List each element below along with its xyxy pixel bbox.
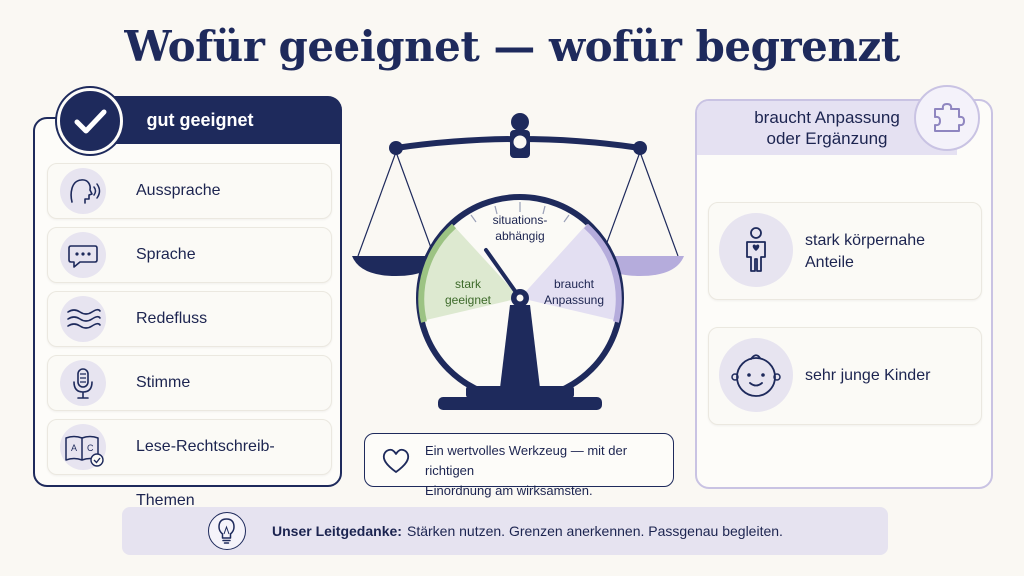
- list-item: sehr junge Kinder: [708, 327, 982, 425]
- item-label: Redefluss: [136, 310, 208, 327]
- waves-icon: [60, 296, 106, 342]
- list-item: Redefluss: [47, 291, 332, 347]
- gauge-label-top: situations-: [493, 213, 548, 227]
- suitable-heading: gut geeignet: [88, 96, 342, 144]
- open-book-check-icon: A C: [60, 424, 106, 470]
- list-item: Stimme: [47, 355, 332, 411]
- item-label: Sprache: [136, 246, 196, 263]
- baby-face-icon: [719, 338, 793, 412]
- list-item: stark körpernahe Anteile: [708, 202, 982, 300]
- list-item: Sprache: [47, 227, 332, 283]
- footer-bar: Unser Leitgedanke: Stärken nutzen. Grenz…: [122, 507, 888, 555]
- item-label-line: stark körpernahe: [805, 232, 926, 249]
- item-label-line: Anteile: [805, 254, 854, 271]
- lightbulb-icon: [208, 512, 246, 550]
- person-heart-icon: [719, 213, 793, 287]
- footer-message: Stärken nutzen. Grenzen anerkennen. Pass…: [407, 523, 783, 539]
- puzzle-icon: [914, 85, 980, 151]
- microphone-icon: [60, 360, 106, 406]
- balance-scale: situations- abhängig stark geeignet brau…: [352, 113, 684, 410]
- item-label: sehr junge Kinder: [805, 367, 931, 384]
- svg-text:A: A: [71, 443, 77, 453]
- note-box: Ein wertvolles Werkzeug — mit der richti…: [364, 433, 674, 498]
- note-line: Einordnung am wirksamsten.: [425, 483, 593, 498]
- note-line: Ein wertvolles Werkzeug — mit der richti…: [425, 443, 628, 478]
- list-item: A C Lese-Rechtschreib-Themen: [47, 419, 332, 509]
- adaptation-heading-line: oder Ergänzung: [766, 129, 888, 148]
- adaptation-heading: braucht Anpassung oder Ergänzung: [697, 101, 957, 155]
- item-label: Aussprache: [136, 182, 221, 199]
- gauge-label-top: abhängig: [495, 229, 544, 243]
- heart-icon: [382, 448, 410, 473]
- suitable-heading-text: gut geeignet: [146, 109, 254, 130]
- item-label: Stimme: [136, 374, 191, 391]
- svg-text:C: C: [87, 443, 94, 453]
- gauge-label-left: geeignet: [445, 293, 492, 307]
- item-label: stark körpernahe Anteile: [805, 230, 925, 274]
- gauge-needle: [484, 248, 522, 300]
- item-label: Lese-Rechtschreib-Themen: [136, 438, 275, 509]
- gauge-label-left: stark: [455, 277, 482, 291]
- list-item: Aussprache: [47, 163, 332, 219]
- footer-lead: Unser Leitgedanke:: [272, 523, 402, 539]
- speech-bubble-icon: [60, 232, 106, 278]
- checkmark-icon: [57, 88, 123, 154]
- gauge-label-right: Anpassung: [544, 293, 604, 307]
- page-title: Wofür geeignet — wofür begrenzt: [124, 22, 900, 71]
- left-pan: [352, 256, 440, 276]
- gauge-label-right: braucht: [554, 277, 595, 291]
- adaptation-heading-line: braucht Anpassung: [754, 108, 900, 127]
- speaking-head-icon: [60, 168, 106, 214]
